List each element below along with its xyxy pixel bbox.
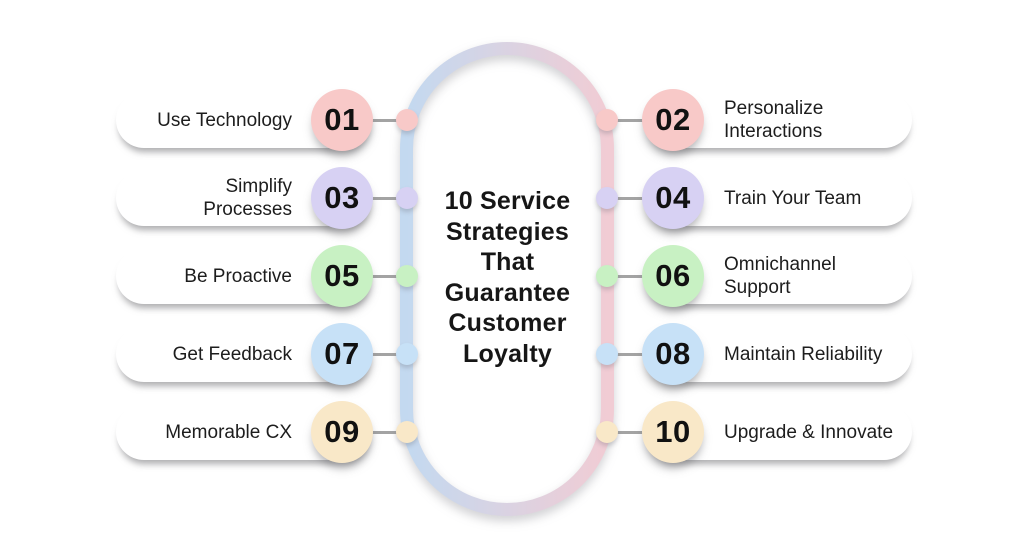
- strategy-row-09: Memorable CX 09: [0, 401, 1024, 463]
- connector-dot: [596, 265, 618, 287]
- connector-dot: [596, 421, 618, 443]
- connector-line: [607, 275, 675, 278]
- number-circle: 09: [311, 401, 373, 463]
- strategy-label: Personalize Interactions: [724, 98, 824, 142]
- strategy-number: 04: [655, 180, 691, 215]
- connector-line: [607, 431, 675, 434]
- strategy-number: 03: [324, 180, 360, 215]
- title-line: That: [480, 248, 535, 276]
- number-circle: 05: [311, 245, 373, 307]
- strategy-label: Be Proactive: [184, 265, 292, 287]
- title-line: Strategies: [446, 217, 569, 246]
- connector-line: [607, 197, 675, 200]
- number-circle: 07: [311, 323, 373, 385]
- number-circle: 04: [642, 167, 704, 229]
- strategy-label: Get Feedback: [172, 343, 292, 365]
- title-line: Loyalty: [463, 339, 552, 368]
- strategy-number: 07: [324, 336, 360, 371]
- connector-line: [607, 119, 675, 122]
- connector-dot: [396, 421, 418, 443]
- strategy-number: 10: [655, 414, 691, 449]
- connector-line: [342, 119, 408, 122]
- strategy-number: 06: [655, 258, 691, 293]
- connector-line: [342, 197, 408, 200]
- connector-dot: [396, 265, 418, 287]
- strategy-row-05: Be Proactive 05: [0, 245, 1024, 307]
- strategy-number: 05: [324, 258, 360, 293]
- strategy-label: Train Your Team: [724, 187, 862, 209]
- connector-line: [607, 353, 675, 356]
- strategy-number: 02: [655, 102, 691, 137]
- number-circle: 02: [642, 89, 704, 151]
- strategy-row-07: Get Feedback 07: [0, 323, 1024, 385]
- diagram-title: 10 Service Strategies That Guarantee Cus…: [407, 186, 608, 369]
- strategy-row-10: Upgrade & Innovate 10: [0, 401, 1024, 463]
- strategy-row-02: Personalize Interactions 02: [0, 89, 1024, 151]
- connector-line: [342, 353, 408, 356]
- strategy-row-06: Omnichannel Support 06: [0, 245, 1024, 307]
- strategy-row-01: Use Technology 01: [0, 89, 1024, 151]
- title-line: 10 Service: [444, 187, 571, 215]
- strategy-label: Memorable CX: [165, 421, 292, 443]
- strategy-label: Maintain Reliability: [724, 343, 883, 365]
- connector-line: [342, 275, 408, 278]
- number-circle: 06: [642, 245, 704, 307]
- connector-dot: [596, 109, 618, 131]
- connector-dot: [396, 109, 418, 131]
- connector-dot: [596, 343, 618, 365]
- strategy-row-08: Maintain Reliability 08: [0, 323, 1024, 385]
- number-circle: 08: [642, 323, 704, 385]
- strategy-label: Simplify Processes: [203, 176, 292, 220]
- strategy-label: Use Technology: [157, 109, 292, 131]
- strategy-number: 01: [324, 102, 360, 137]
- title-line: Customer: [448, 309, 567, 337]
- number-circle: 03: [311, 167, 373, 229]
- strategy-number: 09: [324, 414, 360, 449]
- strategy-row-03: Simplify Processes 03: [0, 167, 1024, 229]
- title-line: Guarantee: [444, 278, 571, 307]
- connector-dot: [596, 187, 618, 209]
- connector-dot: [396, 343, 418, 365]
- strategy-label: Upgrade & Innovate: [724, 421, 894, 443]
- strategy-row-04: Train Your Team 04: [0, 167, 1024, 229]
- strategy-number: 08: [655, 336, 691, 371]
- number-circle: 01: [311, 89, 373, 151]
- connector-dot: [396, 187, 418, 209]
- connector-line: [342, 431, 408, 434]
- strategy-label: Omnichannel Support: [724, 254, 836, 298]
- number-circle: 10: [642, 401, 704, 463]
